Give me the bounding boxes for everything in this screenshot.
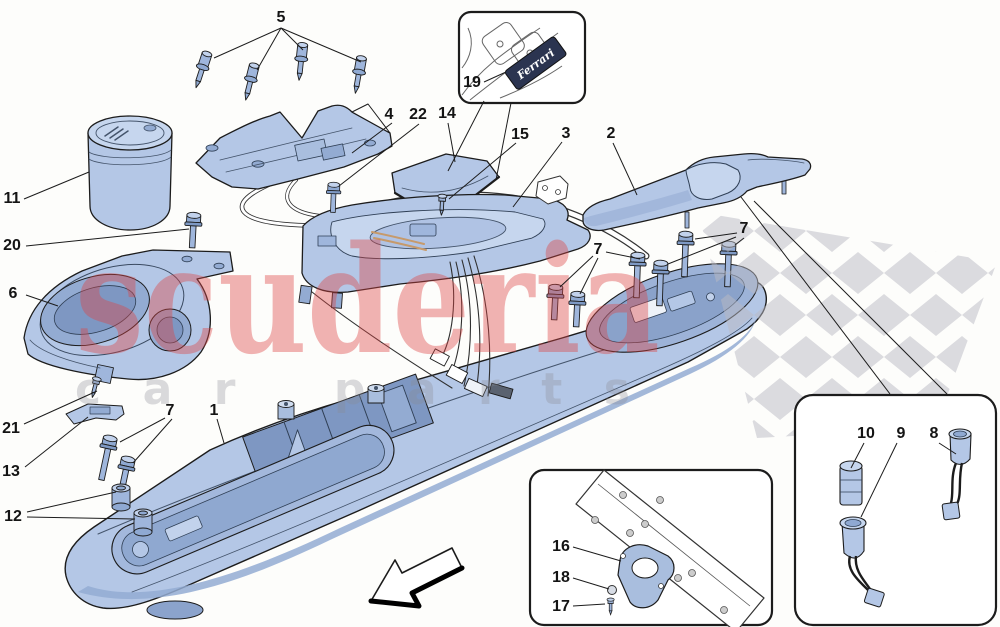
underside-panel xyxy=(575,469,765,627)
callout-leader-line xyxy=(23,171,90,200)
part-6-cupholder xyxy=(23,249,234,384)
inset-bracket-detail xyxy=(528,468,774,627)
callout-leader-line xyxy=(734,237,745,246)
callout-leader-line xyxy=(572,577,610,590)
callout-leader-line xyxy=(25,228,190,247)
callout-label-20: 20 xyxy=(3,237,21,254)
callout-leader-line xyxy=(572,603,606,607)
part-10-cap xyxy=(839,460,863,506)
callout-label-8: 8 xyxy=(930,425,939,442)
callout-label-10: 10 xyxy=(857,425,875,442)
callout-leader-line xyxy=(338,123,420,187)
callout-leader-line xyxy=(694,232,738,240)
part-2-rear-trim xyxy=(582,152,812,232)
callout-leader-line xyxy=(280,27,362,63)
callout-label-3: 3 xyxy=(562,125,571,142)
callout-label-7: 7 xyxy=(740,220,749,237)
callout-label-11: 11 xyxy=(4,190,21,207)
callout-labels: 5 19 4 22 14 15 3 2 11 20 6 7 7 21 13 12 7 1 16 18 17 10 9 8 xyxy=(2,9,957,615)
callout-leader-line xyxy=(26,491,117,513)
part-3-substructure xyxy=(298,193,591,400)
callout-leader-line xyxy=(850,442,865,469)
callout-label-22: 22 xyxy=(409,106,427,123)
brand-watermark: scuderia xyxy=(75,213,660,387)
callout-label-17: 17 xyxy=(552,598,570,615)
callout-label-14: 14 xyxy=(438,105,456,122)
callout-leader-line xyxy=(612,142,638,196)
callout-label-16: 16 xyxy=(552,538,570,555)
callout-leader-line xyxy=(938,442,957,455)
callout-label-9: 9 xyxy=(897,425,906,442)
tunnel-boss xyxy=(277,384,385,420)
callout-label-19: 19 xyxy=(463,74,481,91)
fasteners xyxy=(65,41,738,537)
callout-leader-line xyxy=(483,71,507,83)
tunnel-foot xyxy=(146,600,204,620)
callout-leader-line xyxy=(216,418,225,444)
callout-label-7: 7 xyxy=(594,241,603,258)
callout-leader-line xyxy=(572,546,622,562)
callout-leader-line xyxy=(605,251,641,260)
callout-leader-line xyxy=(25,294,59,307)
callout-leader-line xyxy=(579,257,599,295)
connector-line xyxy=(447,100,485,172)
callout-label-6: 6 xyxy=(9,285,18,302)
callout-label-21: 21 xyxy=(2,420,20,437)
tunnel-front-tray xyxy=(111,424,395,575)
part-8-socket xyxy=(941,428,972,521)
callout-leader-line xyxy=(213,27,282,59)
inset-socket-detail xyxy=(793,393,998,627)
wiring-harness xyxy=(311,255,491,397)
callout-leader-line xyxy=(667,236,737,265)
part-1-tunnel xyxy=(64,263,768,610)
callout-leader-line xyxy=(24,416,89,468)
direction-arrow xyxy=(368,547,465,609)
tunnel-rear-recess xyxy=(585,263,759,353)
callout-leader-line xyxy=(23,390,98,425)
connector-lines xyxy=(447,100,948,395)
callout-leader-line xyxy=(448,142,517,200)
callout-leader-line xyxy=(26,516,136,520)
small-bracket xyxy=(535,175,569,205)
callout-leader-line xyxy=(860,442,898,518)
callout-leader-line xyxy=(351,122,393,154)
part-13-clip xyxy=(65,403,125,425)
callout-label-18: 18 xyxy=(552,569,570,586)
connector-line xyxy=(495,102,512,181)
callout-leader-line xyxy=(447,122,456,163)
callout-label-4: 4 xyxy=(385,106,394,123)
part-18-washer xyxy=(607,585,617,595)
callout-label-1: 1 xyxy=(210,402,219,419)
brand-tagline-watermark: car parts xyxy=(75,364,660,415)
callout-label-7: 7 xyxy=(166,402,175,419)
callout-leader-line xyxy=(256,27,282,71)
callout-label-13: 13 xyxy=(2,463,20,480)
callout-label-5: 5 xyxy=(277,9,286,26)
part-9-lighter-socket xyxy=(839,516,885,608)
connector-line xyxy=(753,200,948,395)
callout-leader-line xyxy=(280,27,304,51)
inset-badge-detail: Ferrari xyxy=(457,10,587,105)
callout-label-2: 2 xyxy=(607,125,616,142)
callout-label-15: 15 xyxy=(511,126,529,143)
callout-label-12: 12 xyxy=(4,508,22,525)
callout-leader-line xyxy=(559,255,594,288)
callout-leader-line xyxy=(119,417,166,443)
callout-leader-line xyxy=(512,141,563,208)
part-4-bracket xyxy=(195,103,393,190)
part-11-container xyxy=(87,115,173,231)
part-16-bracket xyxy=(617,544,675,609)
checkered-flag-watermark xyxy=(698,212,997,438)
connector-line xyxy=(740,196,891,395)
callout-leader-line xyxy=(132,418,173,464)
